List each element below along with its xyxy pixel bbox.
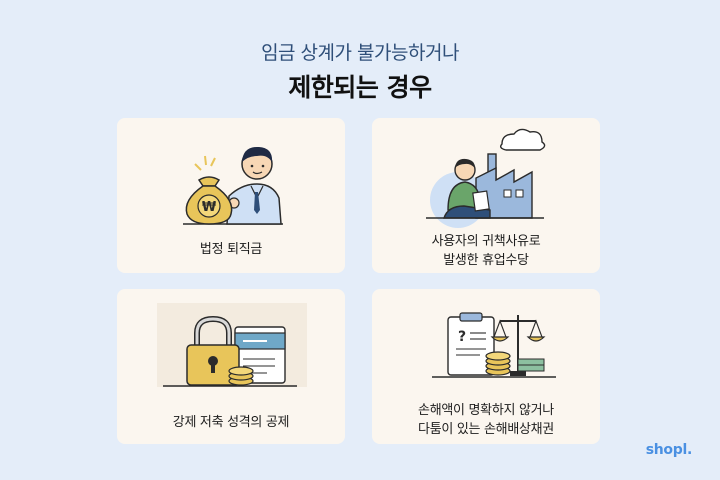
scales-clipboard-icon: ? bbox=[432, 312, 556, 378]
card-label-line: 다툼이 있는 손해배상채권 bbox=[418, 422, 554, 437]
card-label-line: 발생한 휴업수당 bbox=[443, 253, 529, 268]
card-label-line: 사용자의 귀책사유로 bbox=[431, 234, 541, 249]
card-damages-claim: ? 손해액이 명확하지 않거나 다툼이 있는 손해배상채권 bbox=[372, 289, 600, 444]
svg-text:?: ? bbox=[458, 329, 466, 345]
padlock-savings-icon bbox=[157, 303, 307, 387]
page-subtitle: 임금 상계가 불가능하거나 bbox=[261, 42, 459, 64]
factory-worker-icon bbox=[426, 128, 546, 228]
card-label-line: 강제 저축 성격의 공제 bbox=[172, 415, 290, 430]
card-label-line: 법정 퇴직금 bbox=[199, 242, 263, 257]
money-bag-worker-icon: ₩ bbox=[183, 146, 283, 225]
card-shutdown-allowance: 사용자의 귀책사유로 발생한 휴업수당 bbox=[372, 118, 600, 273]
brand-logo: shopl. bbox=[645, 442, 693, 458]
card-forced-savings: 강제 저축 성격의 공제 bbox=[117, 289, 345, 444]
svg-text:₩: ₩ bbox=[202, 200, 217, 215]
card-label-line: 손해액이 명확하지 않거나 bbox=[418, 403, 554, 418]
page-title: 제한되는 경우 bbox=[288, 73, 432, 102]
card-severance-pay: ₩ 법정 퇴직금 bbox=[117, 118, 345, 273]
